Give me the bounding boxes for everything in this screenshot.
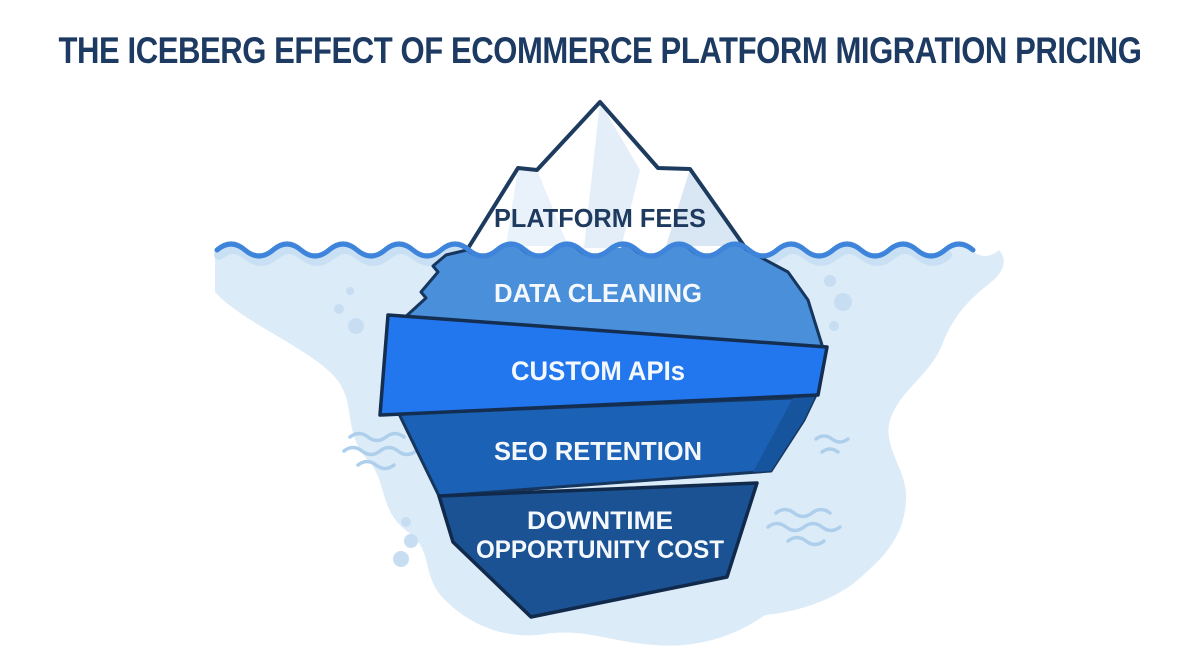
ripple-line [342, 445, 418, 457]
bubble-cluster-bottom-left [393, 517, 418, 567]
bubble-cluster-right [824, 275, 852, 331]
bubble [834, 293, 852, 311]
ripple-line [786, 535, 826, 547]
label-custom-apis: CUSTOM APIs [511, 356, 685, 386]
bubble [348, 318, 364, 334]
bubble [401, 517, 411, 527]
label-data-cleaning: DATA CLEANING [494, 278, 702, 308]
bubble [829, 321, 839, 331]
iceberg-tip-outline [465, 100, 749, 252]
bubble [393, 551, 409, 567]
bubble [824, 275, 836, 287]
bubble-cluster-left [334, 287, 364, 334]
page-title: THE ICEBERG EFFECT OF ECOMMERCE PLATFORM… [59, 30, 1142, 71]
ripple-line [820, 447, 840, 454]
iceberg-tip-facet-left [506, 168, 568, 246]
ripple-line [774, 507, 832, 519]
bubble [346, 287, 354, 295]
layer-downtime-shape [437, 481, 759, 619]
label-downtime-line2: OPPORTUNITY COST [476, 536, 724, 564]
bubble [334, 304, 344, 314]
ripple-line [814, 434, 850, 444]
label-downtime-line1: DOWNTIME [527, 507, 673, 535]
label-seo-retention: SEO RETENTION [494, 436, 702, 466]
bubble [404, 534, 418, 548]
layer-seo-retention-facet [753, 397, 815, 472]
label-platform-fees: PLATFORM FEES [494, 203, 706, 233]
ripple-line [356, 459, 396, 471]
ripple-line [766, 521, 842, 533]
waterline-wave [214, 241, 976, 259]
iceberg-tip-facet-center [584, 102, 640, 248]
ripple-line [348, 431, 406, 443]
water-ripples [342, 431, 850, 547]
layer-custom-apis-shape [378, 313, 829, 417]
iceberg-tip-facet-right [666, 169, 745, 246]
